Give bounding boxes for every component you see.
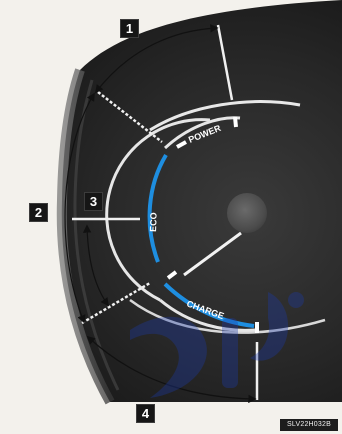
- watermark: [130, 292, 304, 398]
- gauge-needle: [183, 231, 242, 277]
- leader-line-2-top: [97, 91, 163, 143]
- range-arc-4: [86, 335, 257, 404]
- eco-label: ECO: [148, 212, 159, 232]
- eco-scale-arc: [147, 153, 168, 263]
- leader-line-1: [216, 24, 234, 101]
- eco-tick: [166, 270, 178, 280]
- dial-ring: [105, 118, 211, 302]
- center-knob: [227, 193, 267, 233]
- range-arc-1: [94, 24, 219, 94]
- leader-line-3-bottom: [81, 281, 151, 325]
- callout-badge-1: 1: [120, 19, 139, 38]
- image-code-label: SLV22H032B: [280, 419, 338, 431]
- power-tick-end: [233, 116, 238, 128]
- panel-lip: [56, 68, 115, 405]
- outer-arc-bottom: [129, 298, 326, 334]
- range-arc-3: [82, 224, 109, 307]
- callout-badge-3: 3: [84, 192, 103, 211]
- range-arc-2: [64, 92, 95, 324]
- charge-scale-arc: [163, 282, 255, 328]
- outer-arc-top: [149, 100, 301, 132]
- callout-badge-4: 4: [136, 404, 155, 423]
- callout-badge-2: 2: [29, 203, 48, 222]
- power-tick-start: [176, 140, 187, 149]
